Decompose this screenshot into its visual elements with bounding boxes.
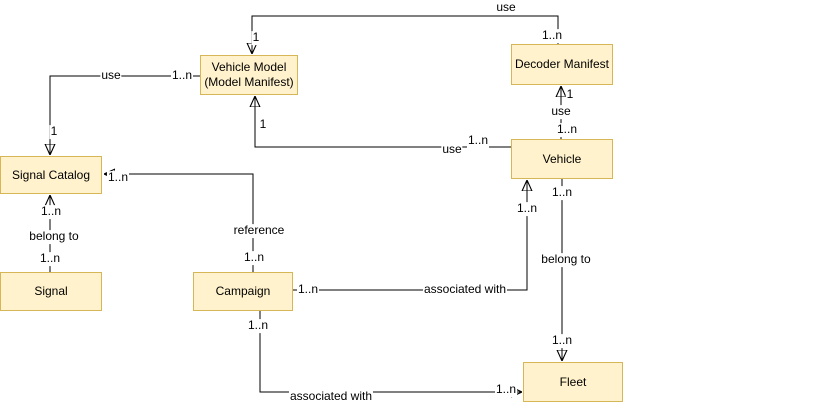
edge-multiplicity: 1 bbox=[251, 30, 261, 45]
entity-label-line2: (Model Manifest) bbox=[204, 75, 294, 89]
entity-fleet: Fleet bbox=[523, 362, 623, 402]
edge-verb: use bbox=[100, 68, 122, 83]
entity-decoder-manifest: Decoder Manifest bbox=[511, 44, 613, 85]
entity-campaign: Campaign bbox=[193, 272, 293, 311]
entity-signal: Signal bbox=[0, 272, 102, 311]
edge-multiplicity: 1..n bbox=[515, 201, 539, 216]
entity-label: Fleet bbox=[559, 374, 587, 389]
entity-label: Signal bbox=[34, 284, 68, 298]
edge-multiplicity: 1..n bbox=[494, 382, 518, 397]
edge-multiplicity: 1 bbox=[258, 117, 268, 132]
edge-multiplicity: 1..n bbox=[246, 318, 270, 333]
edge-multiplicity: 1 bbox=[49, 124, 59, 139]
edge-verb: reference bbox=[232, 223, 286, 238]
edge-verb: use bbox=[550, 104, 572, 119]
entity-label: Campaign bbox=[215, 284, 271, 298]
entity-vehicle-model: Vehicle Model (Model Manifest) bbox=[200, 55, 298, 95]
edge-vehicle-uses-model bbox=[255, 96, 511, 148]
edge-verb: belong to bbox=[28, 229, 80, 244]
edge-campaign-references-catalog bbox=[104, 174, 254, 272]
edge-campaign-associated-with-fleet bbox=[259, 311, 522, 392]
edge-multiplicity: 1..n bbox=[170, 68, 194, 83]
edge-multiplicity: 1..n bbox=[550, 185, 574, 200]
edge-verb: associated with bbox=[288, 389, 374, 403]
edge-multiplicity: 1 bbox=[565, 87, 575, 102]
entity-label: Decoder Manifest bbox=[514, 57, 610, 71]
edge-multiplicity: 1..n bbox=[39, 204, 63, 219]
edge-multiplicity: 1..n bbox=[550, 333, 574, 348]
edge-campaign-associated-with-vehicle bbox=[293, 180, 527, 291]
edge-multiplicity: 1..n bbox=[296, 282, 320, 297]
edge-multiplicity: 1..n bbox=[555, 122, 579, 137]
edge-verb: use bbox=[495, 0, 517, 15]
edge-multiplicity: 1..n bbox=[466, 133, 490, 148]
entity-vehicle: Vehicle bbox=[511, 139, 613, 179]
entity-label-line1: Vehicle Model bbox=[211, 60, 287, 74]
edge-verb: belong to bbox=[540, 252, 592, 267]
edge-multiplicity: 1..n bbox=[242, 250, 266, 265]
edge-multiplicity: 1..n bbox=[540, 28, 564, 43]
edge-multiplicity: 1..n bbox=[38, 251, 62, 266]
edge-catalog-used-by-model bbox=[50, 75, 200, 155]
edge-verb: use bbox=[441, 142, 463, 157]
edge-verb: associated with bbox=[422, 282, 508, 297]
edge-multiplicity: 1..n bbox=[106, 170, 130, 185]
entity-signal-catalog: Signal Catalog bbox=[0, 156, 102, 194]
entity-label: Vehicle bbox=[542, 151, 582, 166]
entity-label: Signal Catalog bbox=[11, 167, 91, 182]
